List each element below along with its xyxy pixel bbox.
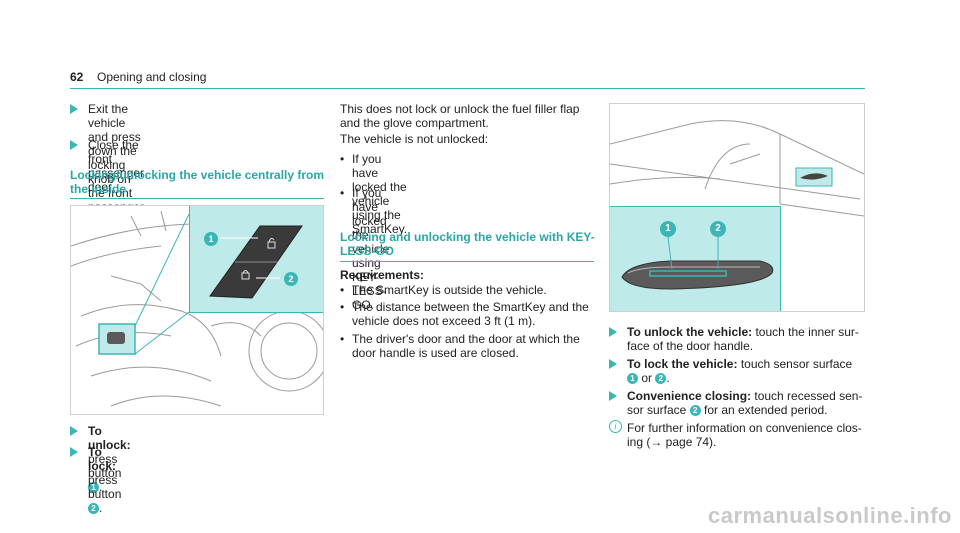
switch-panel-illustration [209, 225, 303, 299]
step-text: touch recessed sen- [751, 389, 863, 403]
callout-2: 2 [284, 272, 298, 286]
step-text: face of the door handle. [627, 339, 754, 353]
step-end: . [99, 480, 103, 494]
bullet-text: If you have locked the vehicle using KEY… [352, 186, 390, 284]
requirements-label: Requirements: [340, 268, 425, 282]
right-column-text: To unlock the vehicle: touch the inner s… [609, 325, 869, 465]
intro-text: This does not lock or unlock the fuel fi… [340, 102, 580, 116]
section-heading-keyless-go: Locking and unlocking the vehicle with K… [340, 230, 600, 258]
ref-badge: 1 [88, 482, 99, 493]
step-label: Convenience closing: [627, 389, 752, 403]
section-heading-central-locking: Locking/unlocking the vehicle centrally … [70, 168, 330, 196]
step-arrow-icon [609, 391, 617, 401]
page-number: 62 [70, 70, 84, 84]
bullet-text: The distance between the SmartKey and th… [352, 300, 589, 314]
step-text: sor surface [627, 403, 690, 417]
watermark: carmanualsonline.info [708, 503, 952, 528]
step-end: . [666, 371, 670, 385]
bullet-text: The SmartKey is outside the vehicle. [352, 283, 547, 297]
section-rule [340, 261, 594, 262]
step-text: or [638, 371, 656, 385]
step-label: To unlock: [88, 424, 131, 452]
heading-line: LESS-GO [340, 244, 395, 258]
step-text: Exit the vehicle and press down the lock… [88, 102, 141, 172]
step-text: touch the inner sur- [752, 325, 859, 339]
step-arrow-icon [70, 104, 78, 114]
step-label: To unlock the vehicle: [627, 325, 753, 339]
door-handle-figure: 1 2 [609, 103, 865, 312]
ref-badge: 2 [655, 373, 667, 384]
step-label: To lock the vehicle: [627, 357, 738, 371]
header-rule [70, 88, 865, 89]
zoom-inset: 1 2 [189, 206, 323, 313]
ref-badge: 1 [627, 373, 638, 384]
bullet-icon: • [340, 300, 345, 314]
intro-text: and the glove compartment. [340, 116, 489, 130]
step-arrow-icon [70, 426, 78, 436]
section-rule [70, 198, 324, 199]
step-text: Close the front passenger door. [88, 138, 145, 194]
step-arrow-icon [70, 140, 78, 150]
info-text: ing (→ page 74). [627, 435, 717, 449]
handle-zoom-inset: 1 2 [610, 206, 781, 311]
bullet-icon: • [340, 332, 345, 346]
door-handle-illustration [621, 236, 774, 290]
bullet-icon: • [340, 152, 345, 166]
ref-badge: 2 [689, 405, 701, 416]
step-arrow-icon [609, 359, 617, 369]
heading-line: Locking and unlocking the vehicle with K… [340, 230, 595, 244]
step-label: To lock: [88, 445, 117, 473]
ref-badge: 2 [88, 503, 99, 514]
heading-line: Locking/unlocking the vehicle centrally … [70, 168, 325, 182]
middle-column: This does not lock or unlock the fuel fi… [340, 102, 600, 382]
bullet-text: If you have locked the vehicle using the [352, 152, 407, 222]
step-arrow-icon [609, 327, 617, 337]
step-text: press button [88, 452, 122, 480]
callout-1: 1 [204, 232, 218, 246]
bullet-text: SmartKey. [352, 222, 408, 236]
info-text: For further information on convenience c… [627, 421, 862, 435]
interior-door-figure: 1 2 [70, 205, 330, 415]
heading-line: the inside [70, 182, 127, 196]
bullet-icon: • [340, 186, 345, 200]
intro-text: The vehicle is not unlocked: [340, 132, 489, 146]
step-end: . [99, 501, 103, 515]
car-side-illustration [609, 120, 865, 217]
callout-1: 1 [660, 221, 676, 237]
page-header-title: Opening and closing [97, 70, 207, 84]
step-text: touch sensor surface [737, 357, 853, 371]
callout-2: 2 [710, 221, 726, 237]
bullet-text: The driver's door and the door at which … [352, 332, 580, 346]
bullet-text: LESS-GO. [352, 284, 387, 312]
step-text: press button [88, 473, 122, 501]
step-text: for an extended period. [700, 403, 828, 417]
bullet-text: door handle is used are closed. [352, 346, 519, 360]
bullet-text: vehicle does not exceed 3 ft (1 m). [352, 314, 536, 328]
info-icon: i [609, 420, 622, 433]
bullet-icon: • [340, 283, 345, 297]
step-arrow-icon [70, 447, 78, 457]
left-column: Exit the vehicle and press down the lock… [70, 102, 330, 515]
